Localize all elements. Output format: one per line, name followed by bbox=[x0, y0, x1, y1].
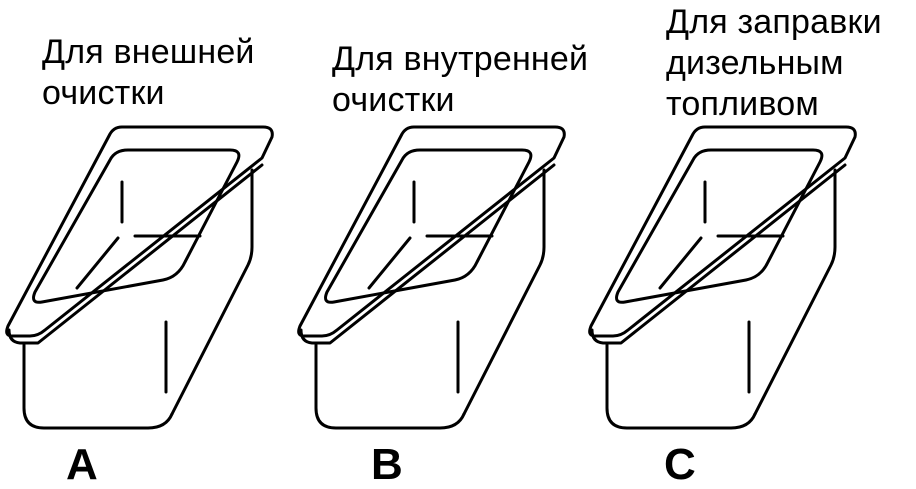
caption-b-line-2: очистки bbox=[332, 81, 455, 119]
container-c-icon bbox=[588, 125, 857, 430]
caption-c-line-1: Для заправки bbox=[666, 3, 882, 41]
container-a-icon bbox=[5, 125, 274, 430]
container-b-icon bbox=[297, 125, 566, 430]
caption-c-line-2: дизельным bbox=[666, 44, 844, 82]
caption-b: Для внутренней очистки bbox=[332, 39, 588, 121]
caption-c: Для заправки дизельным топливом bbox=[666, 2, 882, 125]
caption-c-line-3: топливом bbox=[666, 85, 819, 123]
caption-b-line-1: Для внутренней bbox=[332, 40, 589, 78]
caption-a-line-1: Для внешней bbox=[42, 33, 255, 71]
container-b-label: B bbox=[371, 440, 403, 489]
container-a-label: A bbox=[66, 440, 98, 489]
caption-a: Для внешней очистки bbox=[42, 32, 255, 114]
caption-a-line-2: очистки bbox=[42, 74, 165, 112]
container-c-label: C bbox=[664, 440, 696, 489]
